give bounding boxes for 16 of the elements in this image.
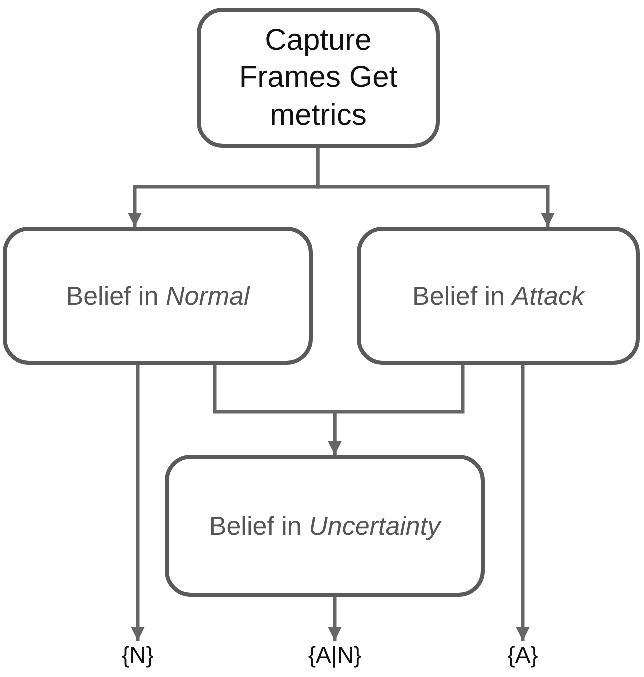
outcome-label: {A|N} <box>308 640 362 670</box>
arrow <box>328 597 342 641</box>
arrow <box>131 365 145 641</box>
arrow <box>328 365 465 455</box>
process-box <box>197 8 440 148</box>
process-box <box>3 227 313 365</box>
arrow <box>516 365 530 641</box>
box-label: Belief in Uncertainty <box>209 510 441 542</box>
process-box <box>165 455 485 597</box>
arrow <box>316 148 555 227</box>
outcome-label: {A} <box>508 640 538 670</box>
outcome-label: {N} <box>122 640 154 670</box>
box-label: Capture Frames Get metrics <box>238 22 399 134</box>
box-label: Belief in Normal <box>66 280 250 312</box>
process-box <box>357 227 640 365</box>
box-label: Belief in Attack <box>412 280 584 312</box>
